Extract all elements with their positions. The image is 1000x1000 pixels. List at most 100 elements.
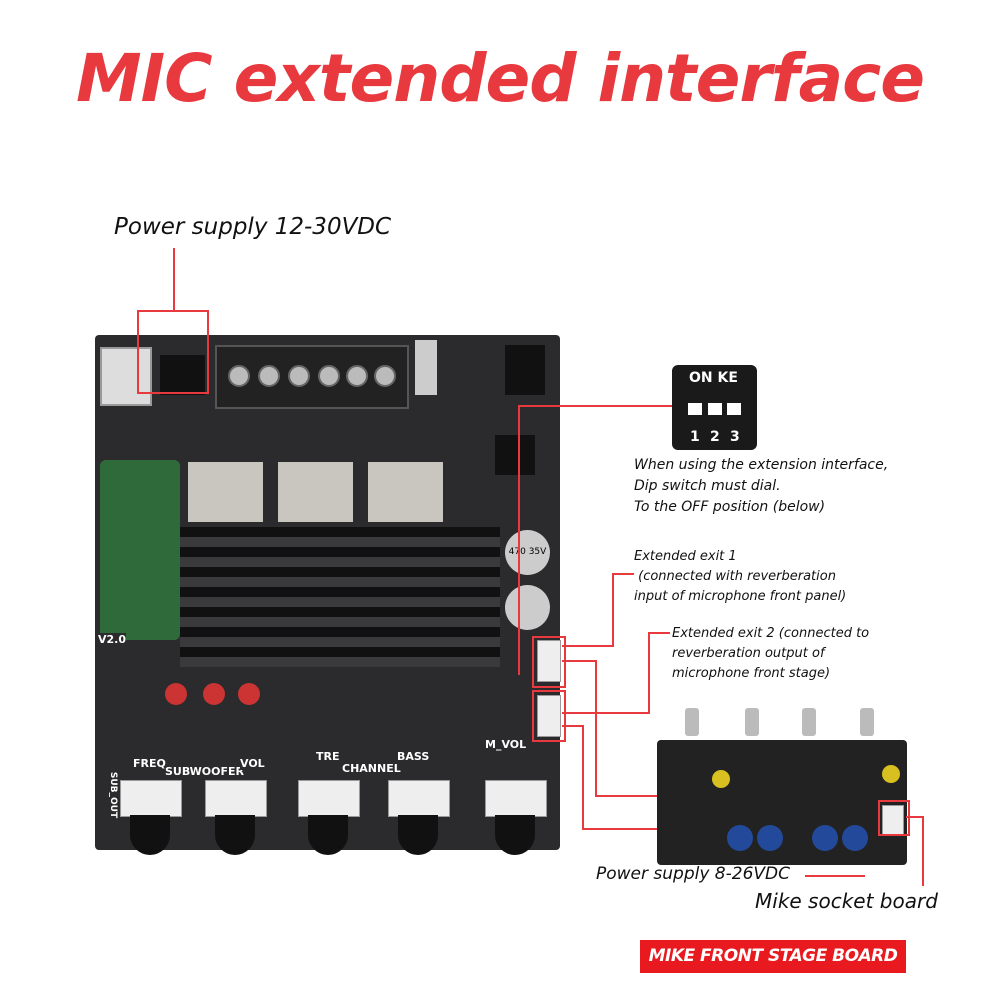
callout-line [805,875,865,877]
capacitor [165,683,187,705]
cable [215,815,255,855]
sub-out-label: SUB_OUT [108,771,119,819]
exit2-line: microphone front stage) [672,666,831,681]
dip-switch-1-off [688,403,702,415]
knob [745,708,759,736]
dip-note-line: Dip switch must dial. [634,478,781,494]
exit1-line: input of microphone front panel) [634,589,847,604]
heatsink [180,527,500,667]
power-supply-mic-label: Power supply 8-26VDC [596,864,790,884]
dip-switch: ON KE 1 2 3 [672,365,757,450]
capacitor [203,683,225,705]
freq-label: FREQ [133,757,166,770]
callout-line [595,660,597,797]
capacitor-470uf: 470 35V [505,530,550,575]
exit1-callout-box [532,636,566,688]
main-capacitor [100,460,180,640]
mike-front-stage-badge: MIKE FRONT STAGE BOARD [640,940,906,973]
capacitor [842,825,868,851]
chip [495,435,535,475]
audio-jack [505,345,545,395]
capacitor [812,825,838,851]
callout-line [906,816,924,818]
power-terminal [160,355,205,395]
screw-icon [228,365,250,387]
dip-top-label: ON KE [689,370,738,386]
page-title: MIC extended interface [75,40,925,117]
callout-line [518,405,673,407]
callout-line [612,573,634,575]
dip-switch-2-off [708,403,722,415]
callout-line [648,632,670,634]
cable [130,815,170,855]
cable [398,815,438,855]
capacitor [712,770,730,788]
callout-line [922,816,924,886]
screw-icon [374,365,396,387]
mic-socket-board-label: Mike socket board [755,889,938,913]
screw-icon [258,365,280,387]
inductor-block [368,462,443,522]
dc-jack [100,347,152,406]
knob [860,708,874,736]
knob [802,708,816,736]
cable [308,815,348,855]
screw-icon [318,365,340,387]
exit1-line: (connected with reverberation [634,569,836,584]
tre-label: TRE [316,750,340,763]
mic-front-stage-board [657,708,907,865]
callout-line [562,725,584,727]
callout-line [518,405,520,675]
m-vol-label: M_VOL [485,738,527,751]
capacitor [238,683,260,705]
dip-number-3: 3 [730,429,740,445]
power-supply-main-label: Power supply 12-30VDC [114,214,392,240]
callout-line [648,632,650,714]
connector-tre [298,780,360,817]
capacitor [727,825,753,851]
dip-number-2: 2 [710,429,720,445]
callout-line [562,645,614,647]
subwoofer-label: SUBWOOFER [165,765,244,778]
vol-label: VOL [240,757,265,770]
exit2-line: Extended exit 2 (connected to [672,626,870,641]
extended-exit-2-connector [537,695,561,737]
toggle-switch [415,340,437,395]
channel-label: CHANNEL [342,762,401,775]
exit2-note: Extended exit 2 (connected to reverberat… [672,624,869,684]
connector-bass [388,780,450,817]
mic-socket-callout-box [878,800,910,836]
version-label: V2.0 [98,633,126,646]
capacitor [757,825,783,851]
callout-line [562,712,650,714]
extended-exit-1-connector [537,640,561,682]
callout-line [173,248,175,310]
dip-note-line: To the OFF position (below) [634,499,826,515]
exit2-line: reverberation output of [672,646,825,661]
inductor-block [278,462,353,522]
connector-vol [205,780,267,817]
dip-number-1: 1 [690,429,700,445]
callout-line [582,828,660,830]
callout-line [562,660,597,662]
capacitor [882,765,900,783]
exit1-note: Extended exit 1 (connected with reverber… [634,547,846,607]
callout-line [582,725,584,830]
callout-line [595,795,660,797]
dip-switch-3-off [727,403,741,415]
dip-note: When using the extension interface, Dip … [634,455,888,518]
connector-m-vol [485,780,547,817]
knob [685,708,699,736]
bass-label: BASS [397,750,430,763]
exit2-callout-box [532,690,566,742]
screw-icon [288,365,310,387]
inductor-block [188,462,263,522]
power-callout-box [137,310,209,394]
exit1-line: Extended exit 1 [634,549,737,564]
capacitor-470uf [505,585,550,630]
screw-icon [346,365,368,387]
dip-note-line: When using the extension interface, [634,457,889,473]
connector-freq [120,780,182,817]
callout-line [612,573,614,647]
cable [495,815,535,855]
